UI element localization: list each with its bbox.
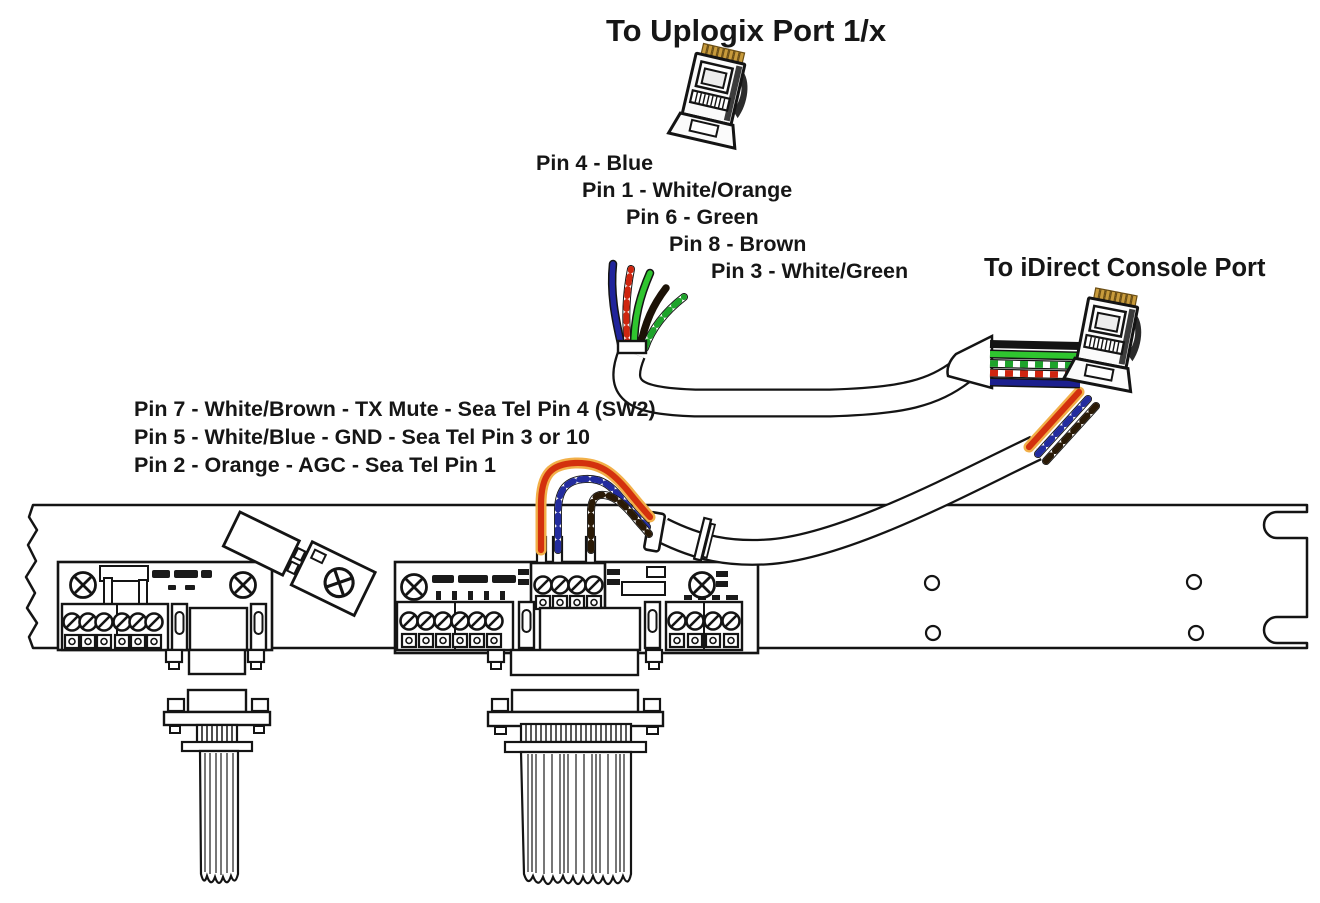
uplogix-rj45-connector: [667, 38, 758, 150]
uplogix-pin-4-label: Pin 4 - Blue: [536, 151, 654, 175]
idirect-rj45-connector: [1062, 283, 1151, 393]
uplogix-pin-1-label: Pin 1 - White/Orange: [582, 178, 793, 202]
top-cable: [612, 333, 1081, 418]
diagonal-connector: [221, 510, 378, 618]
uplogix-pin-3-label: Pin 3 - White/Green: [711, 259, 909, 283]
lower-cable: [643, 435, 1042, 566]
idirect-lower-wires: [1023, 386, 1100, 465]
panel-markings: [152, 570, 212, 590]
cable-collar: [616, 339, 648, 355]
seatel-pin-2-label: Pin 2 - Orange - AGC - Sea Tel Pin 1: [134, 453, 496, 477]
uplogix-title: To Uplogix Port 1/x: [606, 13, 887, 48]
cable-tie: [692, 516, 717, 562]
uplogix-pin-8-label: Pin 8 - Brown: [669, 232, 807, 256]
middle-terminal-block: [393, 535, 760, 655]
db25-cable-connector: [486, 688, 665, 886]
seatel-breakout-wires: [535, 457, 656, 556]
db9-attached-connector: [164, 648, 266, 676]
db9-cable-connector: [162, 688, 272, 885]
idirect-title: To iDirect Console Port: [984, 254, 1266, 282]
cable-flare: [946, 333, 994, 390]
seatel-pin-5-label: Pin 5 - White/Blue - GND - Sea Tel Pin 3…: [134, 425, 590, 449]
panel-mounting-holes: [923, 573, 1205, 642]
uplogix-fanout-wires: [607, 259, 688, 355]
seatel-pin-7-label: Pin 7 - White/Brown - TX Mute - Sea Tel …: [134, 397, 656, 421]
panel-markings: [432, 569, 738, 600]
left-terminal-block: [56, 560, 274, 652]
db25-attached-connector: [486, 648, 664, 677]
uplogix-pin-6-label: Pin 6 - Green: [626, 205, 759, 229]
